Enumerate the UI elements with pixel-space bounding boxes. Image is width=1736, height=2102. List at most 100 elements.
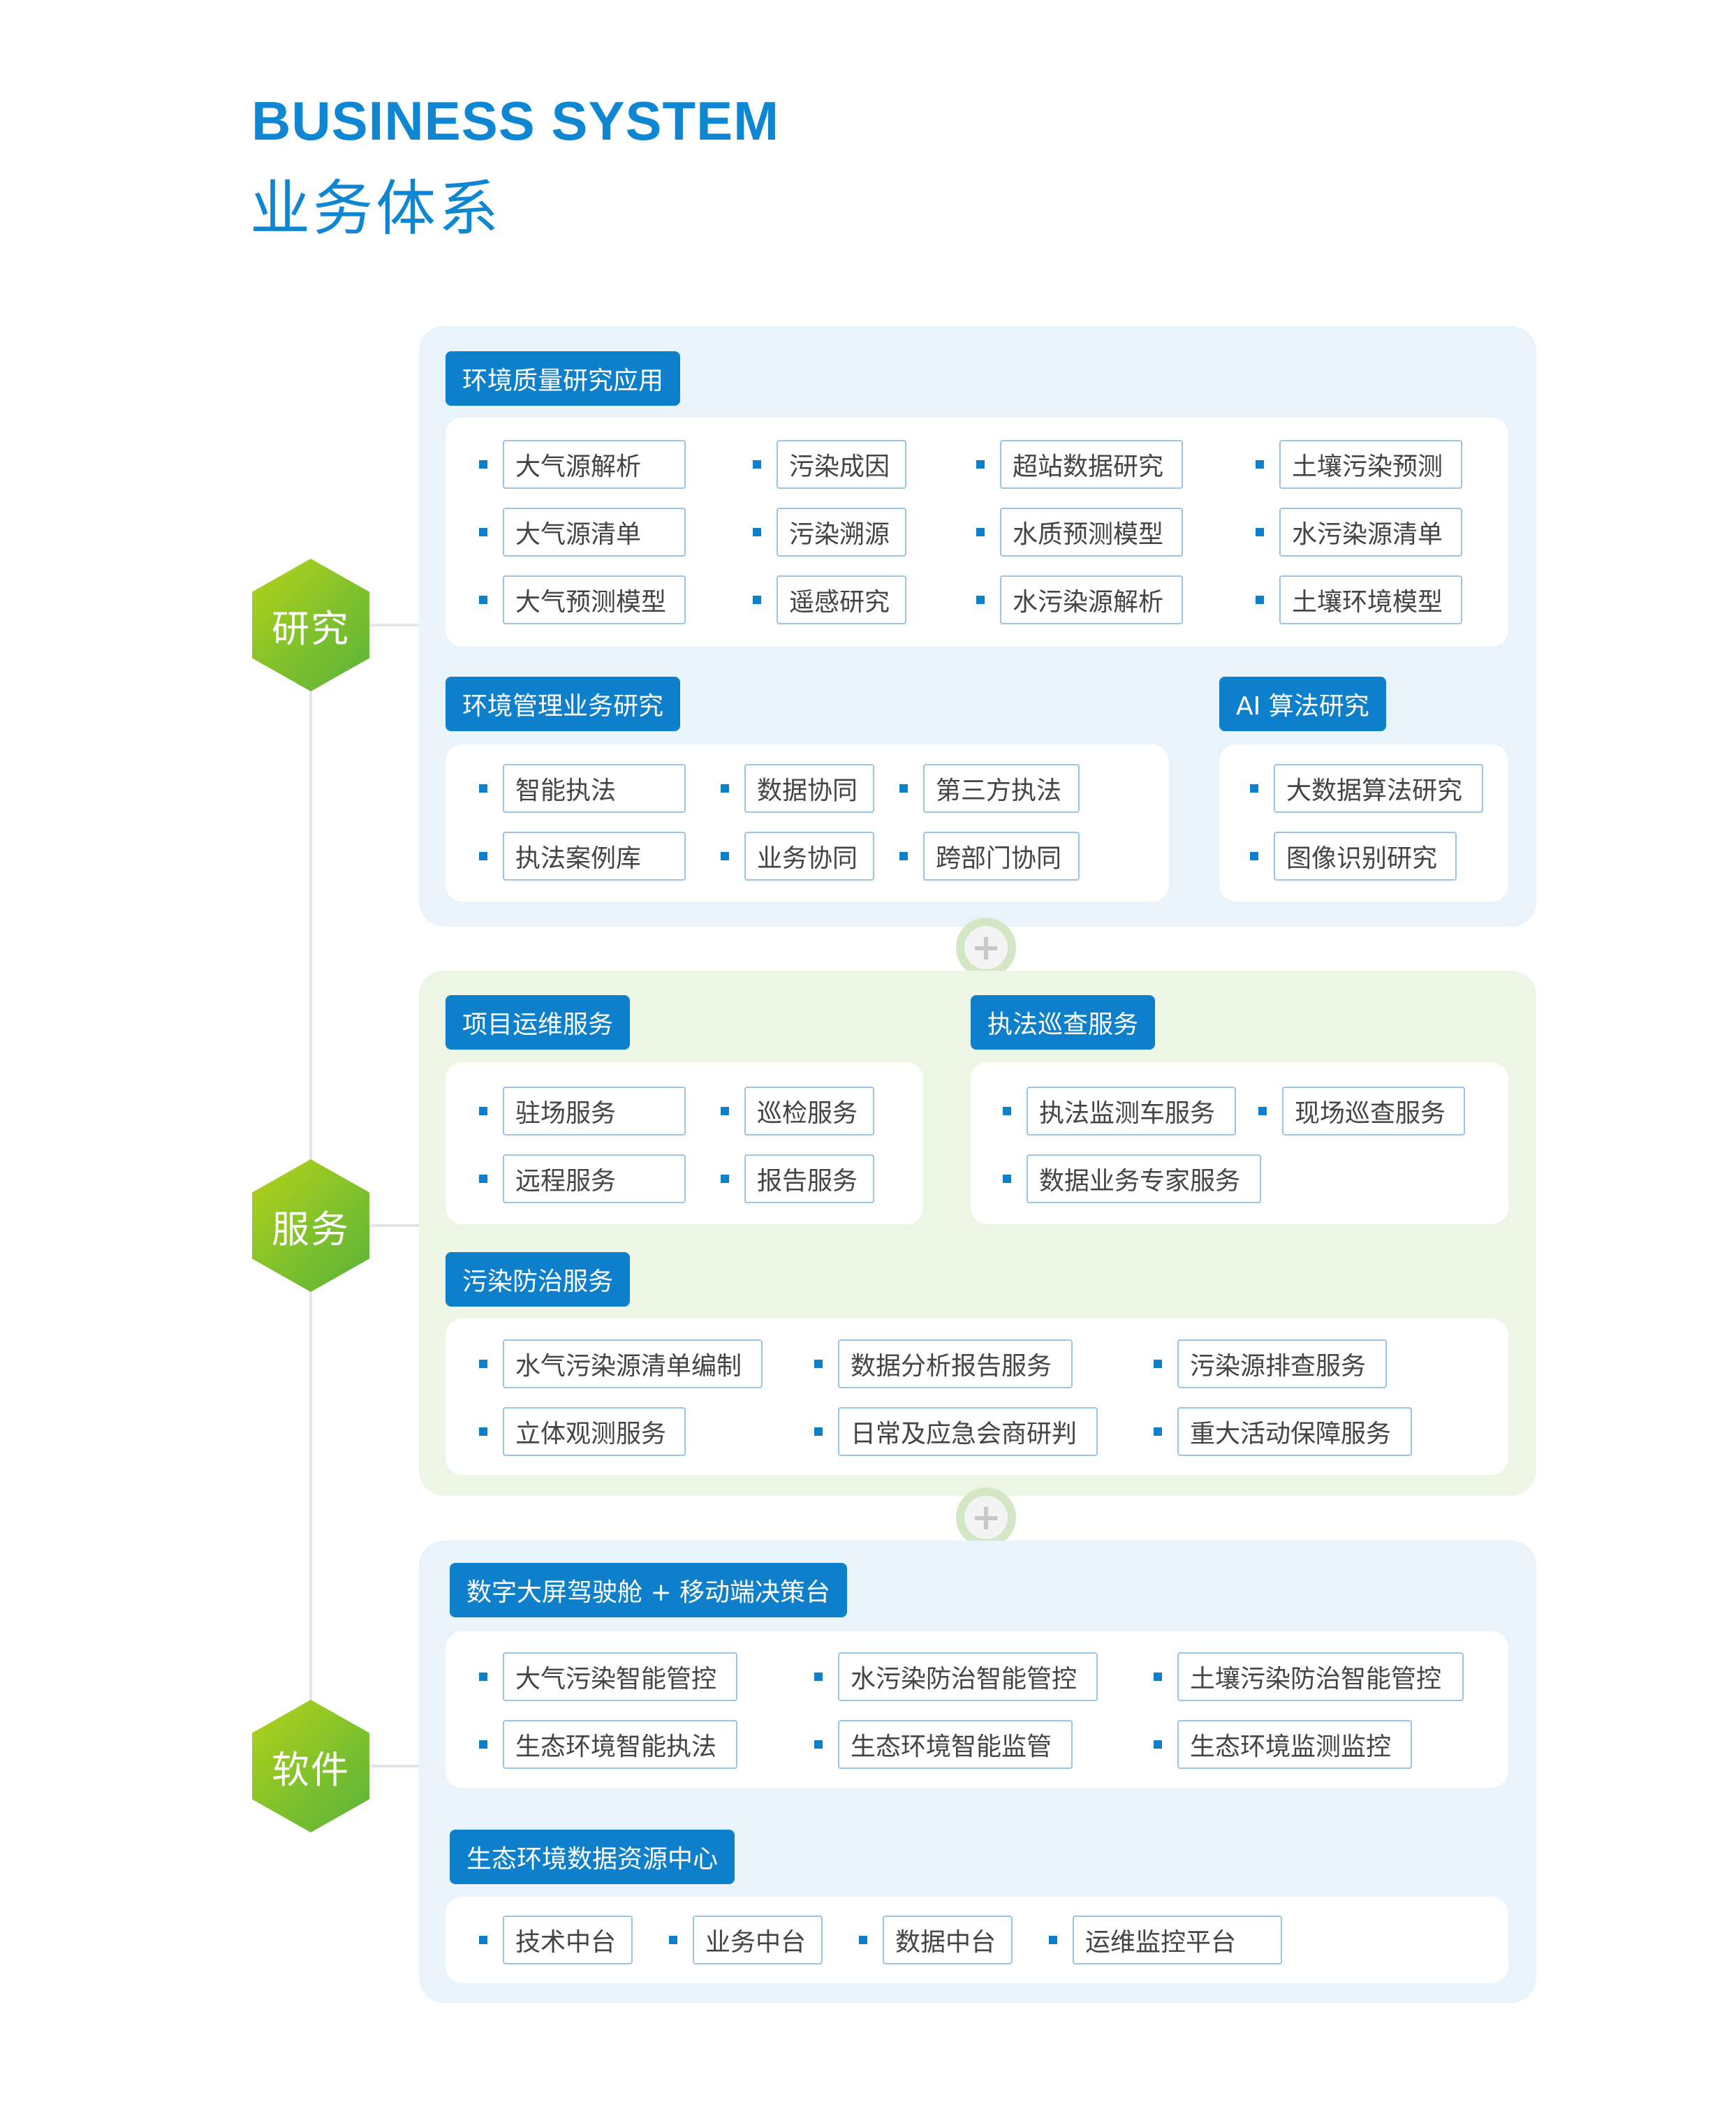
item-label: 大气源清单	[503, 508, 686, 557]
bullet-icon	[479, 1427, 487, 1436]
tier-hexagon-software: 软件	[252, 1700, 369, 1832]
bullet-icon	[814, 1360, 823, 1368]
list-item: 大气源解析	[479, 440, 686, 489]
item-label: 第三方执法	[923, 764, 1080, 813]
bullet-icon	[859, 1936, 867, 1944]
bullet-icon	[1258, 1107, 1267, 1115]
bullet-icon	[721, 1175, 729, 1183]
item-label: 驻场服务	[503, 1087, 686, 1135]
list-item: 重大活动保障服务	[1154, 1407, 1412, 1456]
section-title-patrol: 执法巡查服务	[971, 995, 1156, 1050]
bullet-icon	[1049, 1936, 1057, 1944]
list-item: 土壤污染预测	[1256, 440, 1462, 489]
list-item: 智能执法	[479, 764, 686, 813]
bullet-icon	[1154, 1673, 1162, 1681]
item-label: 土壤污染预测	[1279, 440, 1462, 489]
title-chinese: 业务体系	[250, 174, 501, 244]
bullet-icon	[721, 784, 729, 793]
item-label: 巡检服务	[744, 1087, 874, 1135]
list-item: 报告服务	[721, 1154, 874, 1203]
bullet-icon	[479, 1936, 487, 1944]
bullet-icon	[1154, 1360, 1162, 1368]
item-label: 数据分析报告服务	[838, 1339, 1073, 1388]
list-item: 日常及应急会商研判	[814, 1407, 1098, 1456]
title-english: BUSINESS SYSTEM	[251, 90, 780, 152]
list-item: 数据中台	[859, 1916, 1013, 1964]
item-label: 水污染防治智能管控	[838, 1652, 1098, 1701]
item-label: 立体观测服务	[503, 1407, 686, 1456]
list-item: 大数据算法研究	[1250, 764, 1483, 813]
list-item: 土壤环境模型	[1256, 575, 1462, 624]
bullet-icon	[1256, 460, 1264, 469]
bullet-icon	[479, 460, 487, 469]
item-label: 业务中台	[693, 1916, 823, 1964]
bullet-icon	[814, 1740, 823, 1749]
bullet-icon	[479, 1360, 487, 1368]
item-label: 水质预测模型	[1000, 508, 1183, 557]
section-title-ops: 项目运维服务	[446, 995, 631, 1050]
item-label: 跨部门协同	[923, 832, 1080, 881]
section-title-cockpit: 数字大屏驾驶舱 + 移动端决策台	[450, 1563, 848, 1617]
bullet-icon	[1250, 852, 1258, 860]
list-item: 水气污染源清单编制	[479, 1339, 763, 1388]
list-item: 现场巡查服务	[1258, 1087, 1465, 1135]
item-label: 大数据算法研究	[1274, 764, 1483, 813]
list-item: 巡检服务	[721, 1087, 874, 1135]
item-label: 业务协同	[744, 832, 874, 881]
bullet-icon	[479, 784, 487, 793]
item-label: 数据协同	[744, 764, 874, 813]
bullet-icon	[669, 1936, 677, 1944]
list-item: 污染成因	[753, 440, 906, 489]
item-label: 大气污染智能管控	[503, 1652, 737, 1701]
bullet-icon	[1154, 1427, 1162, 1436]
list-item: 水污染源解析	[976, 575, 1183, 624]
bullet-icon	[479, 596, 487, 604]
bullet-icon	[1250, 784, 1258, 793]
bullet-icon	[479, 1107, 487, 1115]
tier-label-research: 研究	[272, 606, 350, 651]
list-item: 驻场服务	[479, 1087, 686, 1135]
plus-connector-icon: +	[956, 1487, 1016, 1548]
item-label: 生态环境智能监管	[838, 1720, 1073, 1769]
tier-hexagon-research: 研究	[252, 559, 369, 691]
section-title-pollution: 污染防治服务	[446, 1252, 631, 1307]
list-item: 超站数据研究	[976, 440, 1183, 489]
connector-research	[363, 624, 422, 626]
item-label: 数据业务专家服务	[1027, 1154, 1261, 1203]
list-item: 大气污染智能管控	[479, 1652, 737, 1701]
bullet-icon	[753, 596, 761, 604]
bullet-icon	[899, 852, 908, 860]
bullet-icon	[1256, 528, 1264, 536]
item-label: 执法监测车服务	[1027, 1087, 1236, 1135]
list-item: 水污染防治智能管控	[814, 1652, 1098, 1701]
bullet-icon	[814, 1673, 823, 1681]
list-item: 大气预测模型	[479, 575, 686, 624]
list-item: 生态环境智能监管	[814, 1720, 1073, 1769]
plus-connector-icon: +	[956, 918, 1016, 978]
bullet-icon	[721, 852, 729, 860]
item-label: 日常及应急会商研判	[838, 1407, 1098, 1456]
list-item: 业务协同	[721, 832, 874, 881]
list-item: 立体观测服务	[479, 1407, 686, 1456]
list-item: 遥感研究	[753, 575, 906, 624]
item-label: 报告服务	[744, 1154, 874, 1203]
item-label: 污染溯源	[777, 508, 906, 557]
tier-label-service: 服务	[272, 1207, 350, 1251]
list-item: 生态环境智能执法	[479, 1720, 737, 1769]
item-label: 智能执法	[503, 764, 686, 813]
item-label: 数据中台	[883, 1916, 1013, 1964]
bullet-icon	[814, 1427, 823, 1436]
list-item: 执法案例库	[479, 832, 686, 881]
bullet-icon	[899, 784, 908, 793]
list-item: 图像识别研究	[1250, 832, 1457, 881]
list-item: 水质预测模型	[976, 508, 1183, 557]
list-item: 数据分析报告服务	[814, 1339, 1073, 1388]
list-item: 业务中台	[669, 1916, 823, 1964]
connector-software	[363, 1765, 422, 1767]
item-label: 污染源排查服务	[1177, 1339, 1387, 1388]
section-title-ai: AI 算法研究	[1219, 677, 1386, 731]
item-label: 遥感研究	[777, 575, 906, 624]
item-label: 污染成因	[777, 440, 906, 489]
list-item: 远程服务	[479, 1154, 686, 1203]
bullet-icon	[479, 1175, 487, 1183]
